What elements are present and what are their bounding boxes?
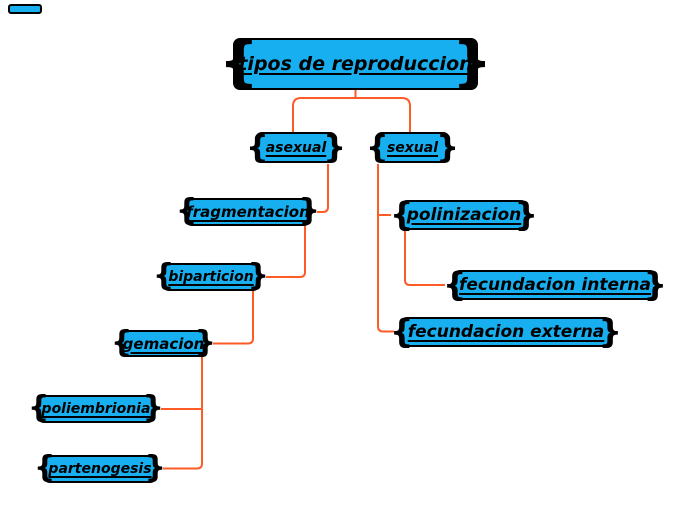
edge-sexual-fecundacion-externa	[377, 164, 394, 333]
edge-gemacion-partenogesis	[163, 357, 203, 470]
node-label: fecundacion interna	[459, 275, 651, 295]
edge-root-bracket	[292, 97, 411, 132]
node-tipos-de-reproduccion[interactable]: { tipos de reproduccion }	[219, 34, 492, 90]
node-asexual[interactable]: { asexual }	[246, 131, 346, 163]
edge-fragmentacion-biparticion	[266, 226, 306, 278]
node-label: gemacion	[122, 334, 205, 353]
node-label: fecundacion externa	[407, 322, 605, 342]
edge-asexual-fragmentacion	[317, 164, 329, 213]
node-label: fragmentacion	[186, 203, 310, 221]
clipped-node-artifact	[8, 4, 42, 14]
node-label: poliembrionia	[41, 401, 151, 417]
node-label: polinizacion	[406, 205, 522, 225]
node-gemacion[interactable]: { gemacion }	[111, 327, 216, 357]
node-fragmentacion[interactable]: { fragmentacion }	[176, 196, 320, 226]
node-partenogesis[interactable]: { partenogesis }	[34, 453, 166, 483]
node-label: asexual	[265, 139, 327, 156]
node-poliembrionia[interactable]: { poliembrionia }	[28, 393, 164, 423]
node-fecundacion-externa[interactable]: { fecundacion externa }	[390, 315, 622, 348]
node-fecundacion-interna[interactable]: { fecundacion interna }	[443, 268, 667, 301]
node-label: tipos de reproduccion	[238, 53, 473, 75]
node-label: partenogesis	[48, 461, 152, 477]
node-label: sexual	[386, 139, 439, 156]
node-polinizacion[interactable]: { polinizacion }	[390, 198, 538, 231]
edge-biparticion-gemacion	[213, 291, 254, 345]
node-label: biparticion	[168, 269, 254, 285]
edge-polinizacion-fecundacion-interna	[404, 230, 445, 286]
node-sexual[interactable]: { sexual }	[366, 131, 459, 163]
node-biparticion[interactable]: { biparticion }	[153, 261, 269, 291]
